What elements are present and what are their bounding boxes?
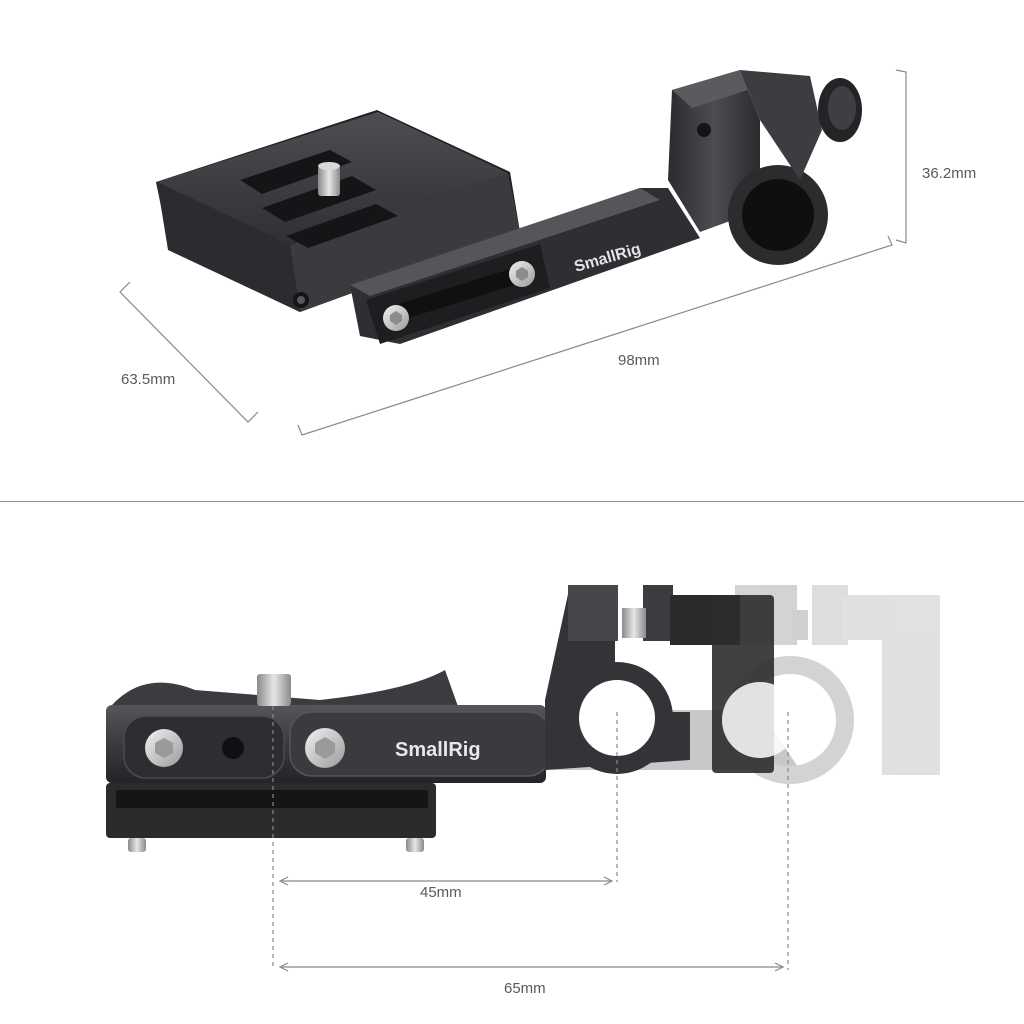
section-divider: [0, 501, 1024, 502]
side-rod-clamp: [545, 585, 798, 774]
height-dimension-line: [895, 69, 907, 244]
dimension-lines-side: [272, 706, 789, 972]
rod-clamp-top: [668, 70, 862, 265]
length-dimension-label: 98mm: [618, 352, 660, 369]
extension-arm: SmallRig: [350, 188, 700, 344]
mounting-screw-side: [257, 674, 291, 706]
adjust-short-label: 45mm: [420, 884, 462, 901]
mounting-screw: [318, 166, 340, 196]
width-dimension-label: 63.5mm: [121, 371, 176, 388]
adjust-long-label: 65mm: [504, 980, 546, 997]
length-dimension-line: [297, 235, 893, 436]
dimension-lines-top: [119, 69, 907, 436]
height-dimension-label: 36.2mm: [922, 165, 977, 182]
side-view: SmallRig SmallRig: [106, 585, 940, 972]
brand-logo-side: SmallRig: [395, 739, 481, 761]
side-arm: SmallRig: [289, 711, 551, 777]
isometric-view: SmallRig: [119, 69, 907, 436]
width-dimension-line: [119, 281, 259, 423]
